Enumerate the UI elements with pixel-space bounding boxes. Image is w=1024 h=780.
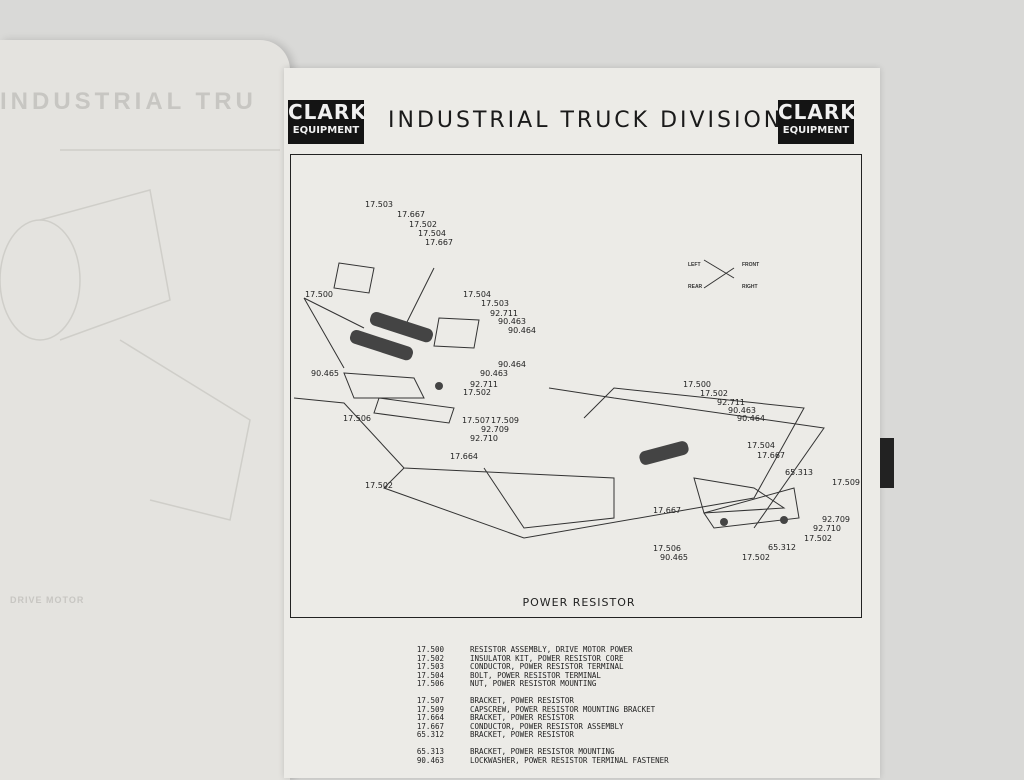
part-callout: 17.506 bbox=[343, 414, 371, 423]
part-description: NUT, POWER RESISTOR MOUNTING bbox=[470, 679, 597, 689]
parts-row: 90.463 LOCKWASHER, POWER RESISTOR TERMINA… bbox=[404, 755, 669, 766]
logo-text: CLARK bbox=[778, 100, 857, 124]
part-callout: 17.504 bbox=[418, 229, 446, 238]
part-callout: 90.463 bbox=[728, 406, 756, 415]
part-callout: 17.500 bbox=[683, 380, 711, 389]
left-page: INDUSTRIAL TRU DRIVE MOTOR bbox=[0, 40, 290, 780]
part-callout: 90.464 bbox=[508, 326, 536, 335]
ghost-header: INDUSTRIAL TRU bbox=[0, 88, 257, 115]
part-description: BRACKET, POWER RESISTOR MOUNTING bbox=[470, 746, 615, 756]
part-callout: 90.463 bbox=[480, 369, 508, 378]
part-callout: 92.709 bbox=[481, 425, 509, 434]
parts-row: 17.502 INSULATOR KIT, POWER RESISTOR CORE bbox=[404, 653, 669, 664]
part-callout: 17.504 bbox=[463, 290, 491, 299]
part-callout: 90.463 bbox=[498, 317, 526, 326]
parts-row: 17.507 BRACKET, POWER RESISTOR bbox=[404, 695, 669, 706]
part-number: 17.506 bbox=[416, 679, 444, 689]
ghost-caption: DRIVE MOTOR bbox=[10, 595, 85, 605]
part-number: 17.664 bbox=[416, 713, 444, 723]
part-description: BRACKET, POWER RESISTOR bbox=[470, 695, 574, 705]
part-callout: 17.509 bbox=[832, 478, 860, 487]
part-callout: 17.504 bbox=[747, 441, 775, 450]
logo-subtext: EQUIPMENT bbox=[292, 125, 360, 136]
ghost-diagram bbox=[0, 149, 280, 521]
parts-row: 65.312 BRACKET, POWER RESISTOR bbox=[404, 731, 669, 740]
part-callout: 92.710 bbox=[470, 434, 498, 443]
part-callout: 17.509 bbox=[491, 416, 519, 425]
parts-row: 17.664 BRACKET, POWER RESISTOR bbox=[404, 714, 669, 723]
part-callout: 17.502 bbox=[409, 220, 437, 229]
part-description: BOLT, POWER RESISTOR TERMINAL bbox=[470, 670, 601, 680]
part-callout: 17.667 bbox=[397, 210, 425, 219]
logo-subtext: EQUIPMENT bbox=[782, 125, 850, 136]
part-callout: 17.502 bbox=[463, 388, 491, 397]
part-callout: 92.711 bbox=[490, 309, 518, 318]
part-callout: 92.710 bbox=[813, 524, 841, 533]
compass-rear: REAR bbox=[688, 284, 703, 290]
parts-row: 17.509 CAPSCREW, POWER RESISTOR MOUNTING … bbox=[404, 704, 669, 715]
part-callout: 90.465 bbox=[660, 553, 688, 562]
compass-right: RIGHT bbox=[742, 284, 758, 290]
part-number: 17.502 bbox=[416, 653, 444, 663]
part-callout: 92.711 bbox=[470, 380, 498, 389]
part-callout: 17.502 bbox=[804, 534, 832, 543]
compass-front: FRONT bbox=[742, 262, 760, 268]
part-callout: 17.503 bbox=[481, 299, 509, 308]
part-callout: 17.507 bbox=[462, 416, 490, 425]
clark-logo-right: CLARK EQUIPMENT bbox=[778, 100, 857, 144]
parts-row: 17.506 NUT, POWER RESISTOR MOUNTING bbox=[404, 680, 669, 689]
part-callout: 17.664 bbox=[450, 452, 478, 461]
part-description: CAPSCREW, POWER RESISTOR MOUNTING BRACKE… bbox=[470, 704, 656, 714]
part-number: 17.509 bbox=[416, 704, 444, 714]
part-number: 65.313 bbox=[416, 746, 444, 756]
part-callout: 90.464 bbox=[498, 360, 526, 369]
part-callout: 65.312 bbox=[768, 543, 796, 552]
parts-row: 65.313 BRACKET, POWER RESISTOR MOUNTING bbox=[404, 746, 669, 757]
part-callout: 17.500 bbox=[305, 290, 333, 299]
parts-row: 17.504 BOLT, POWER RESISTOR TERMINAL bbox=[404, 670, 669, 681]
part-description: CONDUCTOR, POWER RESISTOR ASSEMBLY bbox=[470, 721, 624, 731]
part-description: BRACKET, POWER RESISTOR bbox=[470, 730, 574, 740]
diagram-frame bbox=[290, 154, 862, 618]
part-callout: 17.667 bbox=[653, 506, 681, 515]
part-description: RESISTOR ASSEMBLY, DRIVE MOTOR POWER bbox=[470, 645, 633, 654]
part-callout: 90.464 bbox=[737, 414, 765, 423]
exploded-diagram bbox=[293, 259, 825, 539]
part-number: 17.667 bbox=[416, 721, 444, 731]
clark-logo-left: CLARK EQUIPMENT bbox=[288, 100, 367, 144]
part-description: BRACKET, POWER RESISTOR bbox=[470, 713, 574, 723]
part-number: 17.507 bbox=[416, 695, 444, 705]
parts-row: 17.500 RESISTOR ASSEMBLY, DRIVE MOTOR POW… bbox=[404, 645, 669, 655]
part-description: INSULATOR KIT, POWER RESISTOR CORE bbox=[470, 653, 624, 663]
part-callout: 17.503 bbox=[365, 200, 393, 209]
diagram-caption: POWER RESISTOR bbox=[522, 596, 636, 609]
part-callout: 92.711 bbox=[717, 398, 745, 407]
page-edge-tab bbox=[880, 438, 894, 488]
parts-row: 17.503 CONDUCTOR, POWER RESISTOR TERMINAL bbox=[404, 663, 669, 672]
part-number: 17.504 bbox=[416, 670, 444, 680]
part-callout: 17.502 bbox=[742, 553, 770, 562]
page-title: INDUSTRIAL TRUCK DIVISION bbox=[388, 108, 784, 133]
right-page: CLARK EQUIPMENT INDUSTRIAL TRUCK DIVISIO… bbox=[284, 68, 880, 778]
part-callout: 90.465 bbox=[311, 369, 339, 378]
part-number: 17.503 bbox=[416, 662, 444, 672]
part-callout: 65.313 bbox=[785, 468, 813, 477]
part-number: 65.312 bbox=[416, 730, 444, 740]
logo-text: CLARK bbox=[288, 100, 367, 124]
part-callout: 17.667 bbox=[425, 238, 453, 247]
part-callout: 17.502 bbox=[700, 389, 728, 398]
part-callout: 17.667 bbox=[757, 451, 785, 460]
part-description: LOCKWASHER, POWER RESISTOR TERMINAL FAST… bbox=[470, 755, 669, 765]
part-callout: 17.502 bbox=[365, 481, 393, 490]
part-number: 90.463 bbox=[416, 755, 444, 765]
compass-left: LEFT bbox=[688, 262, 701, 268]
parts-list: 17.500 RESISTOR ASSEMBLY, DRIVE MOTOR POW… bbox=[404, 645, 669, 766]
part-description: CONDUCTOR, POWER RESISTOR TERMINAL bbox=[470, 662, 624, 672]
part-callout: 92.709 bbox=[822, 515, 850, 524]
parts-row: 17.667 CONDUCTOR, POWER RESISTOR ASSEMBLY bbox=[404, 721, 669, 732]
part-number: 17.500 bbox=[416, 645, 444, 654]
part-callout: 17.506 bbox=[653, 544, 681, 553]
